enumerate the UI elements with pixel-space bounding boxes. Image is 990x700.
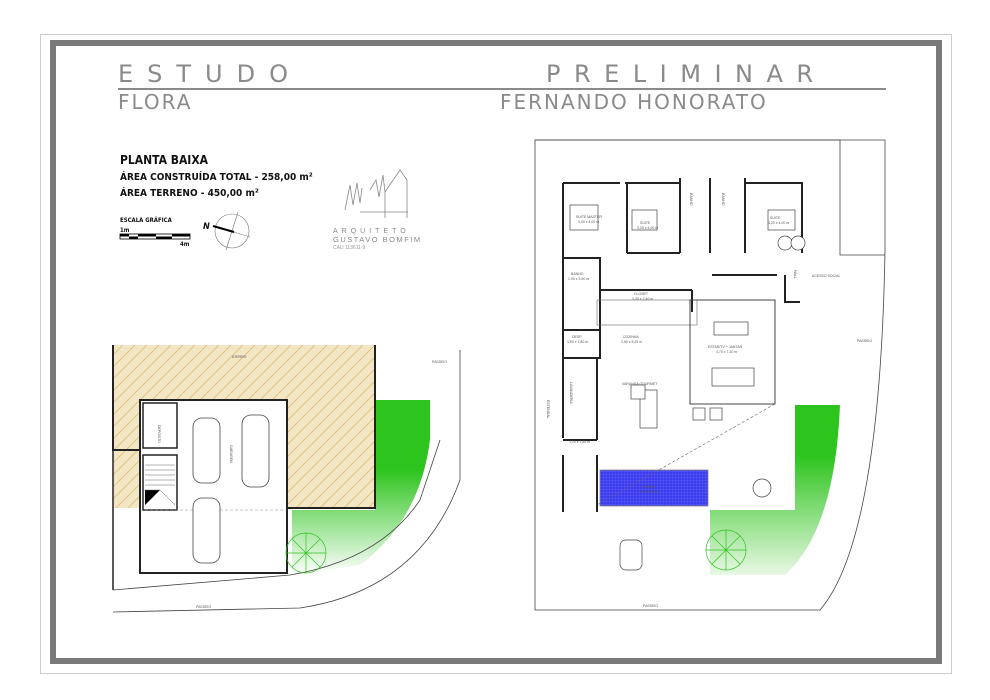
room-varanda-gourmet: VARANDA GOURMET — [622, 382, 658, 386]
sheet-border — [40, 34, 952, 674]
label-deposito: DEPÓSITO — [157, 425, 162, 443]
room-cozinha-dim: 2,90 x 5,25 m — [621, 340, 642, 344]
room-suite-3-dim: 3,20 x 4,00 m — [768, 221, 789, 225]
room-lavanderia: LAVANDERIA — [569, 382, 573, 404]
project-name: FLORA — [118, 90, 193, 114]
tree-icon — [705, 529, 747, 571]
room-desp-dim: 1,90 x 1,80 m — [567, 340, 588, 344]
room-suite-2-dim: 3,20 x 4,00 m — [637, 226, 658, 230]
title-rule — [118, 88, 886, 90]
north-label: N — [203, 222, 210, 232]
label-acesso-social: ACESSO SOCIAL — [812, 274, 840, 278]
label-passeio-upper-bottom: PASSEIO — [643, 604, 658, 608]
client-name: FERNANDO HONORATO — [500, 90, 768, 114]
land-area: ÁREA TERRENO - 450,00 m² — [120, 186, 259, 199]
upper-floor-plan — [534, 139, 886, 611]
label-aterro: ATERRO — [232, 355, 247, 359]
room-piscina-dim: 2,20 x 6,20 m — [639, 490, 660, 494]
title-preliminar: PRELIMINAR — [546, 60, 827, 88]
logo-line3: CAU 113611-9 — [333, 245, 366, 251]
room-estar-jantar: ESTAR/TV + JANTAR — [708, 345, 743, 349]
room-suite-master-dim: 3,00 x 4,00 m — [578, 220, 599, 224]
label-passeio-lower-right: PASSEIO — [432, 360, 447, 364]
car-icon — [192, 414, 270, 564]
room-suite-3: SUITE — [770, 216, 781, 220]
tree-icon — [285, 532, 327, 574]
architect-logo — [344, 169, 408, 218]
room-cozinha: COZINHA — [623, 335, 639, 339]
label-estendal: ESTENDAL — [546, 400, 550, 419]
scale-label: ESCALA GRÁFICA — [120, 217, 173, 224]
plan-heading: PLANTA BAIXA — [120, 153, 209, 167]
room-wc-dim: 1,20 x 1,85 m — [569, 440, 590, 444]
room-closet-dim: 3,30 x 2,40 m — [632, 297, 653, 301]
room-desp: DESP. — [572, 335, 582, 339]
label-passeio-upper-right: PASSEIO — [857, 339, 872, 343]
sheet-frame — [50, 40, 942, 664]
room-suite-2: SUITE — [640, 221, 651, 225]
room-hall: HALL — [793, 270, 797, 279]
room-suite-master: SUITE MASTER — [576, 215, 602, 219]
scale-bar — [119, 233, 191, 240]
room-closet: CLOSET — [634, 292, 649, 296]
room-banho-2: BANHO — [721, 193, 725, 206]
logo-line2: GUSTAVO BOMFIM — [333, 235, 422, 244]
logo-line1: ARQUITETO — [333, 228, 410, 235]
built-area: ÁREA CONSTRUÍDA TOTAL - 258,00 m² — [120, 170, 313, 183]
north-arrow-icon — [212, 211, 251, 251]
scale-end: 4m — [180, 241, 190, 248]
room-banho-1: BANHO — [689, 193, 693, 206]
title-estudo: ESTUDO — [118, 60, 302, 88]
room-piscina: PISCINA — [642, 485, 657, 489]
lower-floor-plan — [112, 345, 461, 613]
room-banho: BANHO — [571, 272, 584, 276]
room-estar-jantar-dim: 4,70 x 7,20 m — [716, 350, 737, 354]
label-garagem: GARAGEM — [229, 445, 233, 463]
room-banho-dim: 1,90 x 3,90 m — [568, 277, 589, 281]
label-passeio-lower-bottom: PASSEIO — [196, 605, 211, 609]
scale-start: 1m — [120, 227, 130, 234]
